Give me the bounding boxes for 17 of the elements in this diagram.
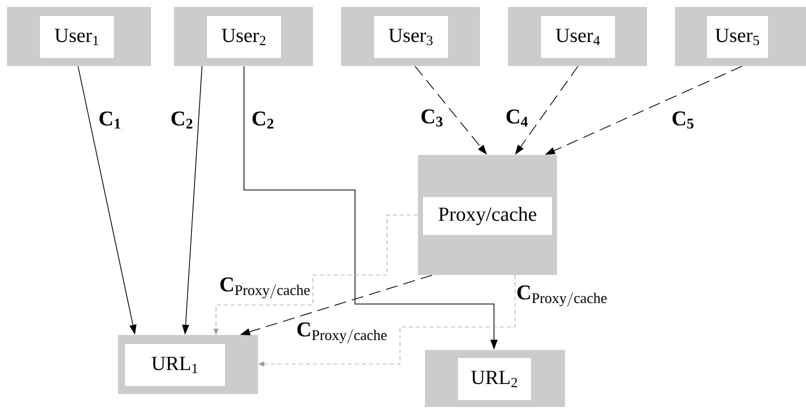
process-box: URL$_{2}$ xyxy=(425,350,565,407)
edge-label: $\mathbf{C}_{\mathbf{1}}$ xyxy=(98,110,122,130)
edge-label: $\mathbf{C}_{\mathrm{Proxy/cache}}$ xyxy=(218,276,312,300)
process-box: User$_{4}$ xyxy=(508,7,647,66)
process-box: User$_{3}$ xyxy=(341,7,480,66)
edge-label: $\mathbf{C}_{\mathbf{2}}$ xyxy=(250,110,276,130)
edge-label: $\mathbf{C}_{\mathbf{3}}$ xyxy=(420,108,444,128)
process-box: Proxy/cache xyxy=(418,155,557,275)
edge-label: $\mathbf{C}_{\mathbf{5}}$ xyxy=(670,110,696,130)
process-box: URL$_{1}$ xyxy=(118,335,258,394)
process-box: User$_{1}$ xyxy=(7,7,151,66)
edge-label: $\mathbf{C}_{\mathbf{2}}$ xyxy=(170,110,195,130)
edge-label: $\mathbf{C}_{\mathrm{Proxy/cache}}$ xyxy=(295,321,389,345)
process-box: User$_{5}$ xyxy=(675,7,806,66)
edge-label: $\mathbf{C}_{\mathrm{Proxy/cache}}$ xyxy=(515,284,609,308)
edge-label: $\mathbf{C}_{\mathbf{4}}$ xyxy=(504,108,530,128)
process-box: User$_{2}$ xyxy=(174,7,313,66)
